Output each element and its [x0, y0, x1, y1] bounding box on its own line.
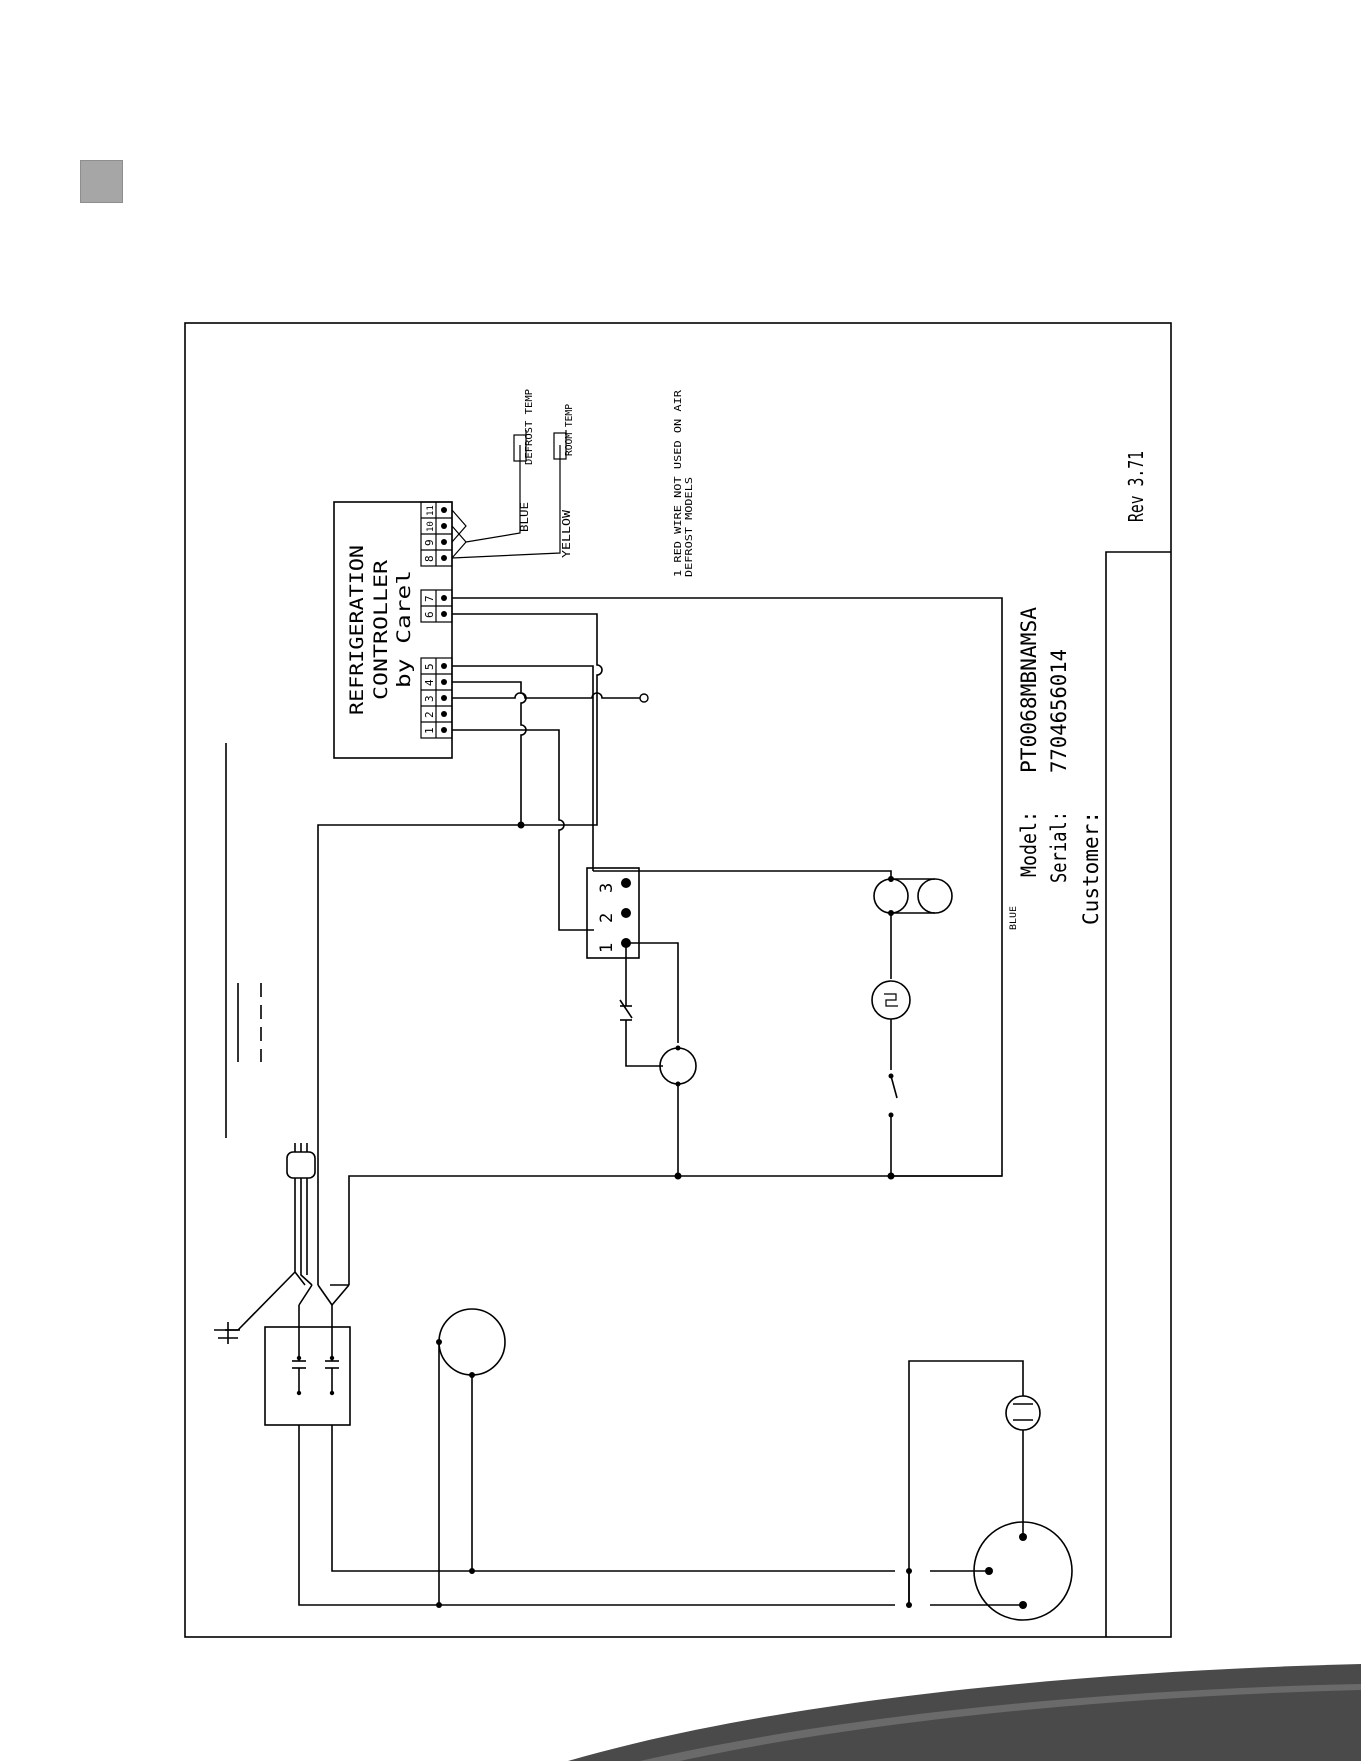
defrost-temp-label: DEFROST TEMP: [524, 389, 535, 465]
relay-terminal-1-label: 1: [597, 943, 617, 953]
terminal-10-label: 10: [426, 521, 436, 532]
lamp-left: [874, 879, 908, 913]
terminal-1-label: 1: [423, 727, 436, 734]
controller-title-line2: CONTROLLER: [370, 559, 392, 700]
serial-value: 7704656014: [1047, 649, 1071, 773]
terminal-11-label: 11: [426, 505, 436, 516]
title-block-border: [1106, 552, 1171, 1637]
terminal-5-label: 5: [423, 663, 436, 670]
legend-lines: [226, 743, 261, 1138]
controller-title-line3: by Carel: [393, 570, 415, 688]
yellow-wire-label: YELLOW: [560, 510, 573, 558]
relay-terminal-3-label: 3: [597, 883, 617, 893]
title-block: Model: PT0068MBNAMSA Serial: 7704656014 …: [1017, 451, 1148, 925]
power-outlet: [968, 1522, 1072, 1620]
heater-element: [1006, 1396, 1040, 1537]
serial-label: Serial:: [1047, 811, 1071, 883]
fan-motor-symbol: [660, 1048, 696, 1084]
controller-title-line1: REFRIGERATION: [346, 545, 368, 715]
terminal-9-label: 9: [423, 539, 436, 546]
note-line1: 1 RED WIRE NOT USED ON AIR: [673, 389, 684, 577]
model-label: Model:: [1017, 811, 1041, 877]
capacitor-box: [265, 1305, 350, 1425]
terminal-7-label: 7: [423, 595, 436, 602]
power-plug: [214, 1143, 349, 1344]
model-value: PT0068MBNAMSA: [1017, 607, 1041, 773]
room-temp-label: ROOM TEMP: [564, 404, 575, 456]
blue-wire-label: BLUE: [518, 502, 531, 532]
relay-terminal-2-label: 2: [597, 913, 617, 923]
probe-terminal: [640, 694, 648, 702]
terminal-6-label: 6: [423, 611, 436, 618]
note-line2: DEFROST MODELS: [684, 477, 695, 577]
terminal-2-label: 2: [423, 711, 436, 718]
customer-label: Customer:: [1079, 811, 1103, 925]
revision-label: Rev 3.71: [1124, 451, 1148, 522]
blue-wire-label-small: BLUE: [1009, 906, 1019, 930]
terminal-4-label: 4: [423, 679, 436, 686]
note: 1 RED WIRE NOT USED ON AIR DEFROST MODEL…: [673, 389, 695, 577]
terminal-3-label: 3: [423, 695, 436, 702]
sensor-wiring: DEFROST TEMP ROOM TEMP BLUE YELLOW: [452, 389, 575, 558]
lamp-right: [918, 879, 952, 913]
power-lines: [299, 1361, 1023, 1608]
refrigeration-controller: REFRIGERATION CONTROLLER by Carel 1 2 3 …: [334, 502, 452, 758]
compressor-motor: [436, 1309, 505, 1605]
terminal-8-label: 8: [423, 555, 436, 562]
